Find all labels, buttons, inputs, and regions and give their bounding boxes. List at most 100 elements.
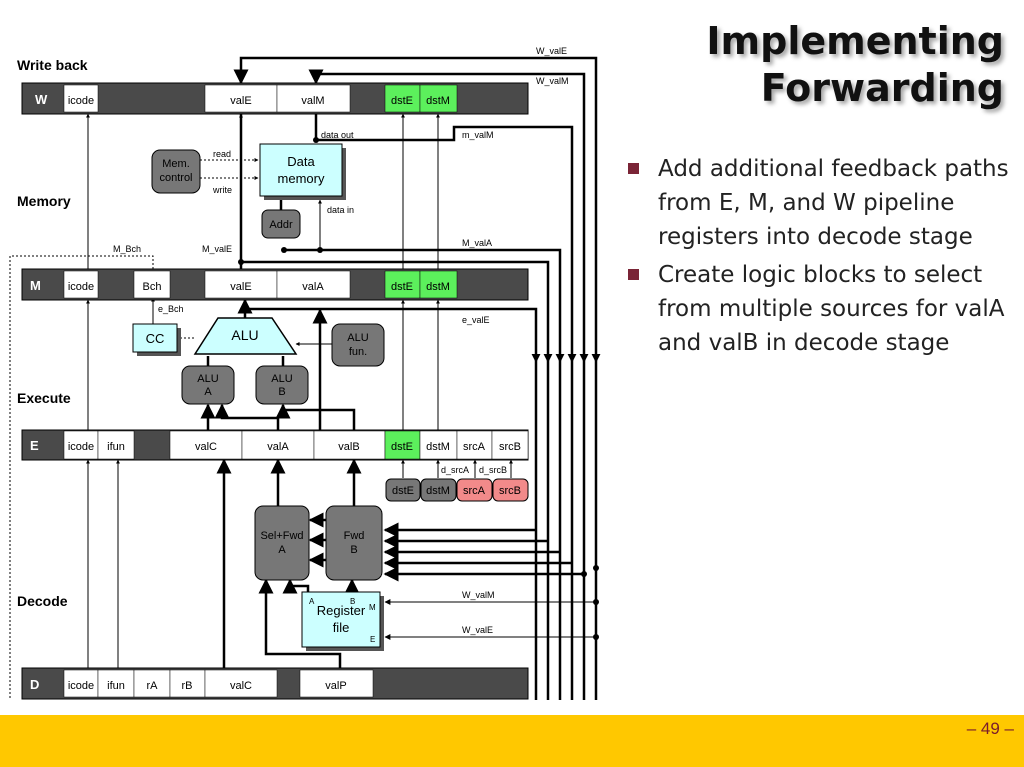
rf-port-m: M xyxy=(369,603,376,612)
d-valc: valC xyxy=(230,680,252,692)
alu-fun-block xyxy=(331,323,385,367)
sig-m-valm: m_valM xyxy=(462,130,494,140)
bullet-square-icon xyxy=(628,269,639,280)
w-dste: dstE xyxy=(391,95,413,107)
m-dstm: dstM xyxy=(426,281,450,293)
bullet-item: Create logic blocks to select from multi… xyxy=(628,258,1013,360)
alu-a-block xyxy=(181,365,235,405)
decode-dstm-label: dstM xyxy=(426,485,450,497)
fwd-b-l2: B xyxy=(350,544,357,556)
alu-b-l1: ALU xyxy=(271,373,292,385)
d-icode: icode xyxy=(68,680,94,692)
fwd-b-l1: Fwd xyxy=(344,530,365,542)
decode-srcb-block xyxy=(492,478,529,502)
sig-m-vale: M_valE xyxy=(202,244,232,254)
decode-srcb-label: srcB xyxy=(499,485,521,497)
e-ifun: ifun xyxy=(107,441,125,453)
alu-a-l1: ALU xyxy=(197,373,218,385)
bullet-list: Add additional feedback paths from E, M,… xyxy=(628,152,1013,364)
d-ra: rA xyxy=(147,680,159,692)
sig-data-out: data out xyxy=(321,130,354,140)
rf-port-a: A xyxy=(309,597,315,606)
alu-block xyxy=(193,317,298,355)
data-memory-block xyxy=(259,143,343,197)
bullet-text: Create logic blocks to select from multi… xyxy=(658,262,1005,356)
d-ifun: ifun xyxy=(107,680,125,692)
w-valm: valM xyxy=(301,95,324,107)
alu-fun-l1: ALU xyxy=(347,332,368,344)
register-file-block xyxy=(301,591,381,648)
sel-fwd-a-l1: Sel+Fwd xyxy=(260,530,303,542)
sig-e-vale: e_valE xyxy=(462,315,490,325)
sig-read: read xyxy=(213,149,231,159)
w-label: W xyxy=(35,92,48,107)
e-vala: valA xyxy=(267,441,289,453)
sig-w-valm-rf: W_valM xyxy=(462,590,495,600)
data-memory-l1: Data xyxy=(287,154,315,169)
e-srca: srcA xyxy=(463,441,486,453)
footer-bar xyxy=(0,715,1024,767)
d-label: D xyxy=(30,677,39,692)
sig-e-bch: e_Bch xyxy=(158,304,184,314)
decode-srca-label: srcA xyxy=(463,485,486,497)
slide-title-line2: Forwarding xyxy=(760,66,1004,110)
mem-control-l1: Mem. xyxy=(162,158,190,170)
alu-b-block xyxy=(255,365,309,405)
cc-block xyxy=(132,323,178,353)
sig-data-in: data in xyxy=(327,205,354,215)
w-vale: valE xyxy=(230,95,251,107)
sel-fwd-a-l2: A xyxy=(278,544,286,556)
e-register: E icode ifun valC valA valB dstE dstM sr… xyxy=(21,429,529,461)
e-valb: valB xyxy=(338,441,359,453)
e-valc: valC xyxy=(195,441,217,453)
bullet-square-icon xyxy=(628,163,639,174)
slide-title: Implementing Forwarding xyxy=(706,18,1004,112)
m-vala: valA xyxy=(302,281,324,293)
bullet-item: Add additional feedback paths from E, M,… xyxy=(628,152,1013,254)
sig-d-srca: d_srcA xyxy=(441,465,469,475)
mem-control-block xyxy=(151,149,201,194)
sig-write: write xyxy=(212,185,232,195)
stage-write-back: Write back xyxy=(17,57,88,73)
d-valp: valP xyxy=(325,680,346,692)
decode-srca-block xyxy=(456,478,493,502)
w-register: W icode valE valM dstE dstM xyxy=(21,82,529,115)
d-register: D icode ifun rA rB valC valP xyxy=(21,667,529,700)
sig-d-srcb: d_srcB xyxy=(479,465,507,475)
m-dste: dstE xyxy=(391,281,413,293)
e-label: E xyxy=(30,438,39,453)
m-label: M xyxy=(30,278,41,293)
m-register: M icode Bch valE valA dstE dstM xyxy=(21,268,529,301)
alu-a-l2: A xyxy=(204,386,212,398)
alu-b-l2: B xyxy=(278,386,285,398)
slide-title-line1: Implementing xyxy=(706,19,1004,63)
stage-decode: Decode xyxy=(17,593,68,609)
w-icode: icode xyxy=(68,95,94,107)
alu-fun-l2: fun. xyxy=(349,346,367,358)
d-rb: rB xyxy=(182,680,193,692)
sel-fwd-a-block xyxy=(254,505,310,581)
e-dstm: dstM xyxy=(426,441,450,453)
decode-dste-label: dstE xyxy=(392,485,414,497)
register-file-l2: file xyxy=(333,620,350,635)
w-dstm: dstM xyxy=(426,95,450,107)
decode-dste-block xyxy=(385,478,421,502)
sig-w-valm: W_valM xyxy=(536,76,569,86)
sig-w-vale-rf: W_valE xyxy=(462,625,493,635)
register-file-l1: Register xyxy=(317,603,366,618)
cc-label: CC xyxy=(146,331,165,346)
page-number: – 49 – xyxy=(966,719,1014,738)
e-dste: dstE xyxy=(391,441,413,453)
stage-memory: Memory xyxy=(17,193,71,209)
bullet-text: Add additional feedback paths from E, M,… xyxy=(658,156,1009,250)
addr-label: Addr xyxy=(269,219,293,231)
mem-control-l2: control xyxy=(159,172,192,184)
sig-w-vale: W_valE xyxy=(536,46,567,56)
sig-m-vala: M_valA xyxy=(462,238,492,248)
stage-execute: Execute xyxy=(17,390,71,406)
e-srcb: srcB xyxy=(499,441,521,453)
sig-m-bch: M_Bch xyxy=(113,244,141,254)
decode-dstm-block xyxy=(420,478,457,502)
m-icode: icode xyxy=(68,281,94,293)
